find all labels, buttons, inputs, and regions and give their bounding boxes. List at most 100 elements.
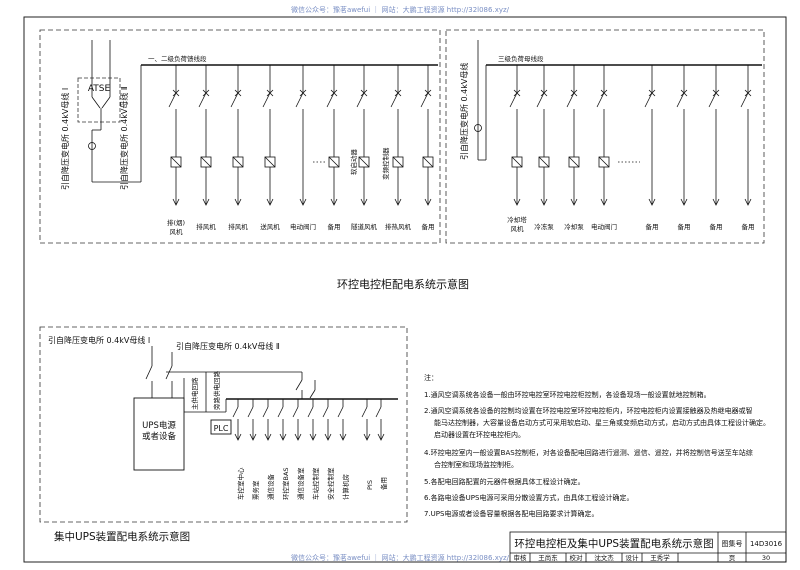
sheet-frame [23, 16, 787, 563]
notes: 注： 1.通风空调系统各设备一般由环控电控室环控电控柜控制，各设备现场一般设置就… [424, 373, 770, 518]
tb-cell: 王尚东 [538, 553, 558, 562]
bus-left-label: 一、二级负荷馈线段 [148, 54, 207, 63]
ups-branch [247, 399, 257, 441]
atlas-label: 图集号 [722, 539, 743, 548]
left-load-2: 排风机 [228, 222, 248, 231]
note-line: 合控制室和现场监控制柜。 [434, 460, 518, 469]
ups-branch [322, 399, 332, 441]
ups-load-2: 通信设备 [266, 474, 275, 501]
ups-branch [232, 399, 242, 441]
watermark-top: 微信公众号：豫茗awefui ｜ 网站：大鹏工程资源 http://32l086… [291, 5, 510, 14]
left-branches [168, 65, 434, 206]
note-line: 7.UPS电源或者设备容量根据各配电回路要求计算确定。 [424, 509, 598, 518]
right-load-1: 冷冻泵 [534, 222, 554, 231]
soft-starter-label: 软启动器 [349, 149, 358, 176]
ups-branches [232, 399, 385, 441]
title-block: 环控电控柜及集中UPS装置配电系统示意图 图集号 14D3016 审核 王尚东 … [509, 531, 787, 563]
ups-branch [375, 399, 385, 441]
tb-cell: 沈文杰 [594, 553, 614, 562]
ups-label-line: UPS电源 [142, 420, 176, 431]
plc-label: PLC [214, 424, 229, 433]
ups-label-line: 或者设备 [142, 431, 177, 442]
atse-label: ATSE [88, 84, 111, 94]
ups-branch [337, 399, 347, 441]
left-load-5: 备用 [328, 222, 341, 231]
page-number: 30 [762, 554, 770, 562]
right-load-2: 冷却泵 [564, 222, 584, 231]
left-load-labels: 排(烟)风机 排风机 排风机 送风机 电动阀门 备用 隧道风机 排热风机 备用 [167, 218, 435, 236]
right-load-6: 备用 [710, 222, 723, 231]
ups-load-8: PIS [366, 480, 374, 490]
ups-feeder-1-label: 引自降压变电所 0.4kV母线 Ⅰ [48, 335, 150, 345]
ups-load-5: 车站控制室 [311, 467, 320, 500]
left-load-8: 备用 [422, 222, 435, 231]
feeder-3-label: 引自降压变电所 0.4kV母线 [459, 63, 469, 160]
left-load-1: 排风机 [196, 222, 216, 231]
watermark-bottom: 微信公众号：豫茗awefui ｜ 网站：大鹏工程资源 http://32l086… [291, 553, 510, 562]
left-load-6: 隧道风机 [351, 222, 378, 231]
note-line: 6.各路电设备UPS电源可采用分散设置方式，由具体工程设计确定。 [424, 493, 633, 502]
left-load-0: 排(烟)风机 [167, 218, 185, 236]
bus-right-label: 三级负荷母线段 [498, 54, 544, 63]
ups-feeder-2-label: 引自降压变电所 0.4kV母线 Ⅱ [176, 341, 280, 351]
left-cabinet-outline [39, 29, 441, 244]
branch-circuit [708, 65, 720, 206]
right-load-0: 冷却塔风机 [507, 215, 527, 233]
label-line: 风机 [170, 227, 184, 236]
branch-circuit [740, 65, 752, 206]
branch-circuit [676, 65, 688, 206]
ups-branch [277, 399, 287, 441]
branch-circuit [262, 65, 276, 206]
ups-load-7: 计算机房 [341, 474, 350, 500]
ups-load-1: 票务室 [251, 480, 260, 500]
branch-circuit [596, 65, 610, 206]
branch-circuit [536, 65, 550, 206]
atlas-number: 14D3016 [750, 540, 783, 548]
branch-circuit [644, 65, 656, 206]
notes-heading: 注： [424, 373, 438, 382]
ups-load-labels: 车控室中心 票务室 通信设备 环控室BAS 通信设备室 车站控制室 安全控制室 … [236, 467, 388, 500]
note-line: 能马达控制器，大容量设备启动方式可采用软启动、星三角或变频启动方式，启动方式由具… [434, 418, 770, 427]
ups-load-3: 环控室BAS [281, 467, 290, 500]
branch-circuit [390, 65, 404, 206]
diagram-2: 引自降压变电所 0.4kV母线 Ⅰ 引自降压变电所 0.4kV母线 Ⅱ UPS电… [39, 326, 408, 543]
ups-box [133, 397, 185, 471]
note-line: 启动器设置在环控电控柜内。 [434, 430, 525, 439]
tb-cell: 校对 [570, 553, 584, 562]
label-line: 冷却塔 [507, 215, 527, 224]
bypass-circuit-label: 旁路供电回路 [212, 371, 221, 411]
tb-cell: 王秀学 [650, 553, 670, 562]
ups-branch [292, 399, 302, 441]
note-line: 2.通风空调系统各设备的控制均设置在环控电控室环控电控柜内，环控电控柜内设置接触… [424, 406, 753, 415]
right-load-3: 电动阀门 [591, 222, 617, 231]
feeder-1-label: 引自降压变电所 0.4kV母线 Ⅰ [60, 88, 70, 190]
diagram-1: 引自降压变电所 0.4kV母线 Ⅰ 引自降压变电所 0.4kV母线 Ⅱ ATSE… [39, 29, 765, 291]
main-circuit-label: 主供电回路 [190, 377, 199, 410]
atse-box [77, 77, 121, 123]
branch-circuit [198, 65, 212, 206]
diagram-2-caption: 集中UPS装置配电系统示意图 [54, 530, 190, 543]
label-line: 风机 [511, 224, 525, 233]
ups-branch [307, 399, 317, 441]
ups-branch [262, 399, 272, 441]
right-load-labels: 冷却塔风机 冷冻泵 冷却泵 电动阀门 备用 备用 备用 备用 [507, 215, 754, 233]
branch-circuit [230, 65, 244, 206]
branch-circuit [295, 65, 307, 206]
note-line: 1.通风空调系统各设备一般由环控电控室环控电控柜控制，各设备现场一般设置就地控制… [424, 390, 711, 399]
right-load-7: 备用 [742, 222, 755, 231]
page-label: 页 [729, 554, 736, 562]
ups-label: UPS电源或者设备 [142, 420, 177, 442]
ups-cabinet-outline [39, 326, 408, 523]
ups-load-0: 车控室中心 [236, 467, 245, 500]
branch-circuit [168, 65, 182, 206]
ups-load-4: 通信设备室 [296, 467, 305, 500]
left-load-7: 排热风机 [385, 222, 412, 231]
left-load-3: 送风机 [260, 222, 280, 231]
drawing-title: 环控电控柜及集中UPS装置配电系统示意图 [514, 537, 713, 550]
right-cabinet-outline [445, 29, 765, 244]
branch-circuit [326, 65, 340, 206]
label-line: 排(烟) [167, 218, 185, 227]
right-load-5: 备用 [678, 222, 691, 231]
left-load-4: 电动阀门 [290, 222, 316, 231]
